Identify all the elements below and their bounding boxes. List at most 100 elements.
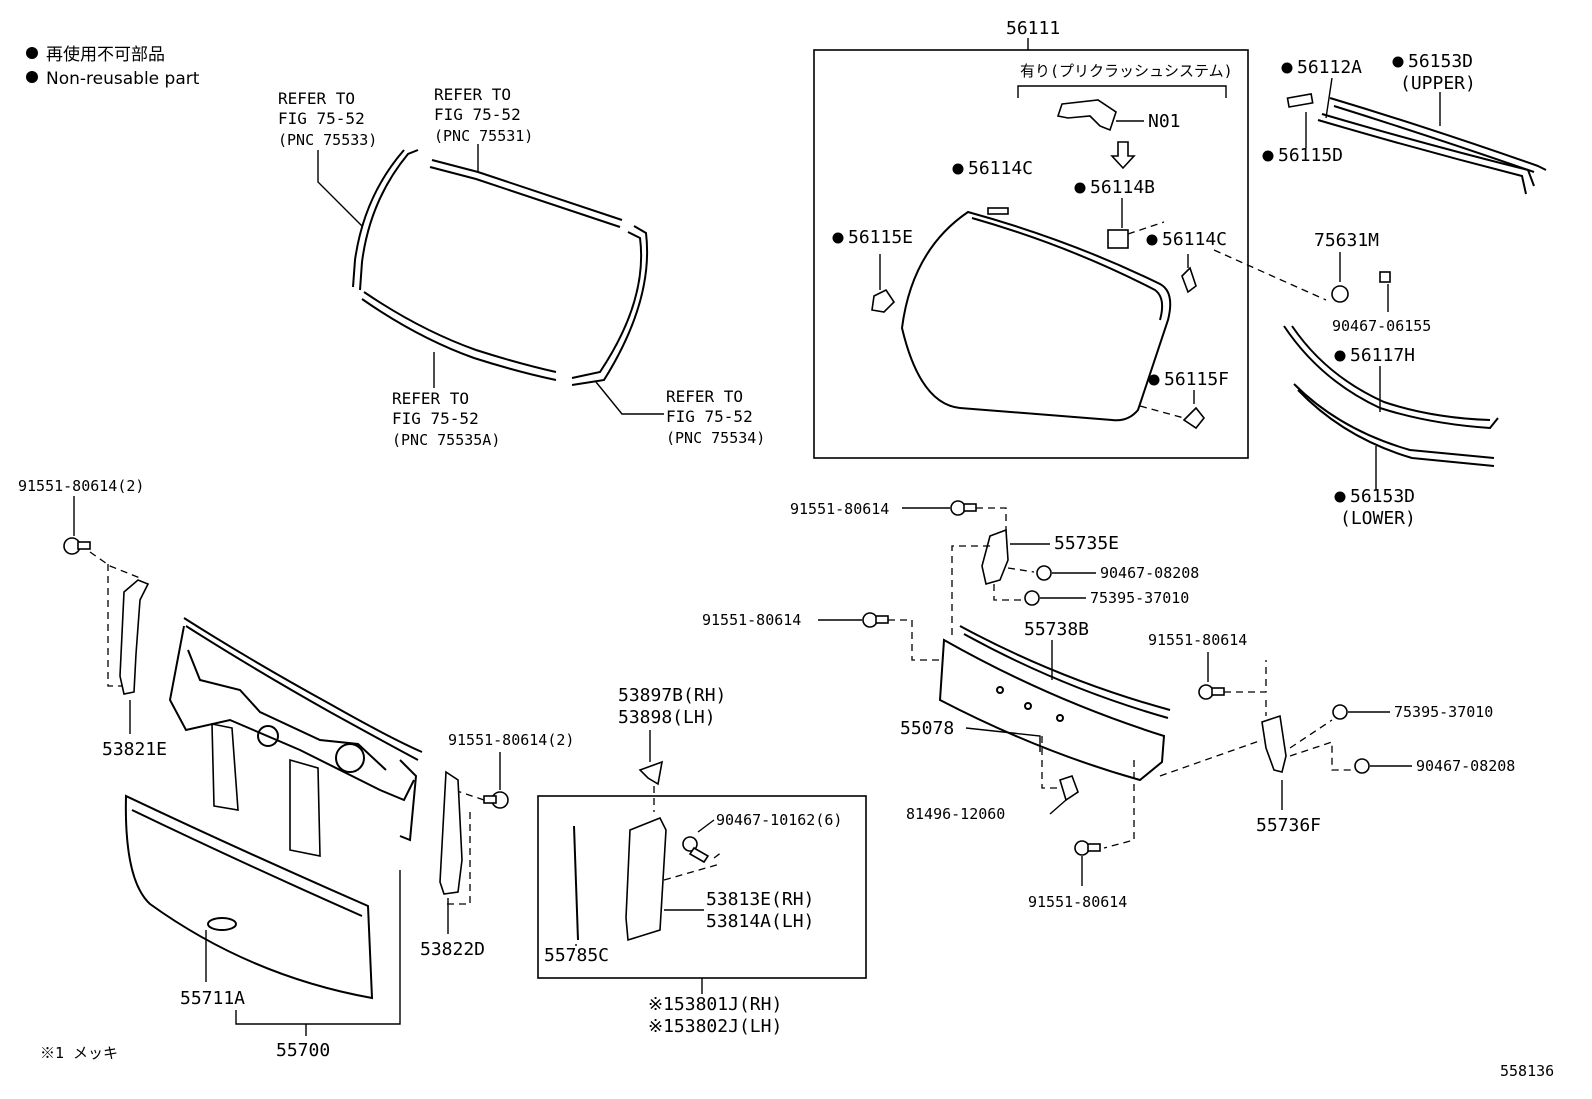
part-53813e-garnish — [625, 816, 667, 942]
part-55711a-trim-panel — [124, 794, 374, 1000]
part-55078-label: 55078 — [900, 718, 954, 739]
part-90467-06155-clip — [1379, 271, 1391, 283]
part-55735e-bracket — [981, 528, 1009, 586]
bolt-91551-80614-label-a: 91551-80614 — [790, 500, 889, 518]
part-81496-clip — [1059, 774, 1079, 802]
non-reusable-dot-icon — [26, 47, 38, 59]
part-56153d-upper-moulding — [1329, 97, 1547, 171]
part-55738b-label: 55738B — [1024, 619, 1089, 640]
lower-note: (LOWER) — [1340, 508, 1416, 529]
svg-text:FIG 75-52: FIG 75-52 — [278, 109, 365, 128]
clip-icon — [1024, 590, 1040, 606]
part-90467-06155-label: 90467-06155 — [1332, 317, 1431, 335]
part-53822d-bracket — [439, 770, 463, 895]
refer-fig-75534: REFER TO FIG 75-52 (PNC 75534) — [666, 387, 765, 447]
part-55785c-seal — [573, 825, 579, 941]
part-56111-label: 56111 — [1006, 18, 1060, 39]
svg-text:(PNC 75531): (PNC 75531) — [434, 127, 533, 145]
part-56114c-label-b: 56114C — [1162, 229, 1227, 250]
part-55711a-label: 55711A — [180, 988, 245, 1009]
clip-90467-10162-label: 90467-10162(6) — [716, 811, 842, 829]
bolt-91551-80614-label-c: 91551-80614 — [1148, 631, 1247, 649]
option-note: 有り(プリクラッシュシステム) — [1020, 62, 1233, 80]
upper-note: (UPPER) — [1400, 73, 1476, 94]
clip-75395-37010-label-a: 75395-37010 — [1090, 589, 1189, 607]
part-56153d-lower-moulding — [1293, 383, 1495, 459]
part-56117h-moulding — [1283, 325, 1499, 430]
clip-icon — [1036, 565, 1052, 581]
legend-en: Non-reusable part — [46, 69, 200, 89]
bolt-icon — [950, 500, 977, 516]
bolt-91551-80614-2-label-a: 91551-80614(2) — [18, 477, 144, 495]
part-75631m-label: 75631M — [1314, 230, 1379, 251]
bolt-91551-80614-2-label-b: 91551-80614(2) — [448, 731, 574, 749]
part-56153d-upper-label: 56153D — [1408, 51, 1473, 72]
windshield-group-box — [813, 49, 1249, 459]
part-56115f-label: 56115F — [1164, 369, 1229, 390]
windshield-moulding-group — [317, 144, 664, 415]
part-56112a-tape — [1286, 93, 1314, 108]
footnote: ※1 メッキ — [40, 1044, 118, 1062]
bolt-icon — [63, 537, 91, 555]
svg-text:(PNC 75535A): (PNC 75535A) — [392, 431, 500, 449]
part-55078-panel — [938, 638, 1166, 782]
refer-fig-75531: REFER TO FIG 75-52 (PNC 75531) — [434, 85, 533, 145]
svg-text:FIG 75-52: FIG 75-52 — [434, 105, 521, 124]
svg-text:REFER TO: REFER TO — [434, 85, 511, 104]
refer-fig-75535a: REFER TO FIG 75-52 (PNC 75535A) — [392, 389, 500, 449]
part-56115e-label: 56115E — [848, 227, 913, 248]
part-75631m-grommet — [1331, 285, 1349, 303]
svg-text:(PNC 75533): (PNC 75533) — [278, 131, 377, 149]
bolt-91551-80614-label-b: 91551-80614 — [702, 611, 801, 629]
clip-75395-37010-label-b: 75395-37010 — [1394, 703, 1493, 721]
bolt-icon — [1074, 840, 1101, 856]
svg-text:REFER TO: REFER TO — [278, 89, 355, 108]
svg-text:REFER TO: REFER TO — [392, 389, 469, 408]
part-53813e-label: 53813E(RH) — [706, 889, 814, 910]
clip-icon — [682, 836, 710, 864]
part-55785c-label: 55785C — [544, 945, 609, 966]
diagram-id: 558136 — [1500, 1062, 1554, 1080]
part-53802j-label: ※153802J(LH) — [648, 1016, 782, 1037]
clip-90467-08208-label-a: 90467-08208 — [1100, 564, 1199, 582]
part-56117h-label: 56117H — [1350, 345, 1415, 366]
part-53897b-clip — [638, 760, 664, 786]
svg-text:FIG 75-52: FIG 75-52 — [666, 407, 753, 426]
refer-fig-75533: REFER TO FIG 75-52 (PNC 75533) — [278, 89, 377, 149]
clip-90467-08208-label-b: 90467-08208 — [1416, 757, 1515, 775]
part-56114c-label-a: 56114C — [968, 158, 1033, 179]
clip-icon — [1354, 758, 1370, 774]
part-53821e-bracket — [119, 579, 150, 695]
part-55700-cowl-panel — [168, 617, 423, 857]
part-56153d-lower-label: 56153D — [1350, 486, 1415, 507]
part-56112a-label: 56112A — [1297, 57, 1362, 78]
svg-text:(PNC 75534): (PNC 75534) — [666, 429, 765, 447]
part-53898-label: 53898(LH) — [618, 707, 716, 728]
part-55735e-label: 55735E — [1054, 533, 1119, 554]
part-55738b-seal — [959, 625, 1171, 711]
part-55736f-label: 55736F — [1256, 815, 1321, 836]
part-56114c-stopper — [1181, 266, 1197, 294]
part-56115e-clip — [871, 288, 896, 313]
clip-icon — [1332, 704, 1348, 720]
legend-jp: 再使用不可部品 — [46, 44, 165, 65]
part-56114b-label: 56114B — [1090, 177, 1155, 198]
bolt-icon — [862, 612, 889, 628]
non-reusable-dot-icon — [26, 71, 38, 83]
part-56115d-label: 56115D — [1278, 145, 1343, 166]
part-55736f-bracket — [1261, 714, 1287, 773]
windshield-glass — [900, 210, 1172, 422]
svg-text:FIG 75-52: FIG 75-52 — [392, 409, 479, 428]
part-53814a-label: 53814A(LH) — [706, 911, 814, 932]
sensor-bracket — [1056, 99, 1117, 132]
down-arrow-icon — [1110, 141, 1136, 170]
bolt-icon — [483, 791, 509, 809]
part-55700-label: 55700 — [276, 1040, 330, 1061]
bolt-icon — [1198, 684, 1225, 700]
part-56114b-bracket — [1107, 229, 1129, 249]
part-56114c-spacer — [987, 207, 1009, 215]
bolt-91551-80614-label-d: 91551-80614 — [1028, 893, 1127, 911]
part-53822d-label: 53822D — [420, 939, 485, 960]
part-53897b-label: 53897B(RH) — [618, 685, 726, 706]
